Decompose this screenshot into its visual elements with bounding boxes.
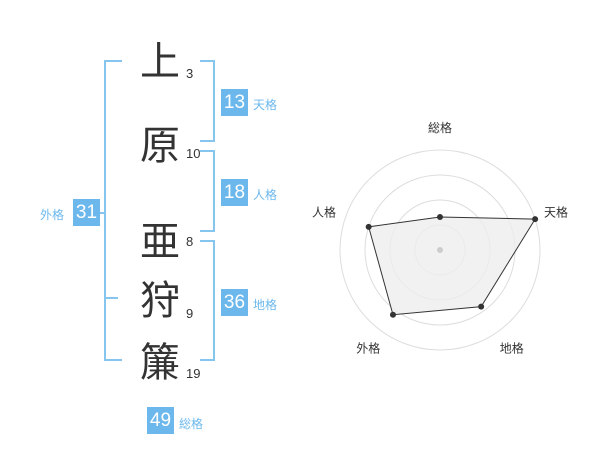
name-char-5: 簾 <box>140 340 180 386</box>
gaikaku-bracket <box>104 60 122 361</box>
radar-point <box>365 223 372 230</box>
gaikaku-value-badge: 31 <box>73 199 100 226</box>
radar-grid-circle <box>339 149 541 351</box>
name-char-2: 原 <box>140 123 180 169</box>
radar-point <box>532 216 539 223</box>
tenkaku-label: 天格 <box>253 98 278 112</box>
radar-axis-label: 人格 <box>312 204 336 219</box>
name-char-3: 亜 <box>140 219 180 265</box>
soukaku-value-badge: 49 <box>147 407 174 434</box>
gaikaku-connector <box>97 212 105 214</box>
radar-polygon <box>368 216 536 316</box>
radar-axis-label: 地格 <box>500 341 524 356</box>
jinkaku-bracket <box>200 150 215 232</box>
gaikaku-bracket-tick <box>104 297 118 299</box>
stroke-count-4: 9 <box>186 306 194 321</box>
stroke-count-3: 8 <box>186 234 194 249</box>
jinkaku-label: 人格 <box>253 188 278 202</box>
tenkaku-value-badge: 13 <box>221 89 248 116</box>
radar-axis-label: 外格 <box>356 341 380 356</box>
stroke-count-2: 10 <box>186 146 201 161</box>
name-char-4: 狩 <box>140 278 180 324</box>
gaikaku-label: 外格 <box>40 208 65 222</box>
chikaku-bracket <box>200 240 215 361</box>
soukaku-label: 総格 <box>179 417 204 431</box>
radar-point <box>389 311 396 318</box>
stroke-count-1: 3 <box>186 66 194 81</box>
chikaku-value-badge: 36 <box>221 289 248 316</box>
chikaku-label: 地格 <box>253 298 278 312</box>
radar-point <box>478 303 485 310</box>
radar-axis-label: 天格 <box>544 204 568 219</box>
jinkaku-value-badge: 18 <box>221 179 248 206</box>
radar-center-dot <box>437 247 443 253</box>
radar-point <box>437 214 443 220</box>
radar-axis-label: 総格 <box>428 120 452 135</box>
name-char-1: 上 <box>140 39 180 85</box>
tenkaku-bracket <box>200 60 215 142</box>
stroke-count-5: 19 <box>186 366 201 381</box>
